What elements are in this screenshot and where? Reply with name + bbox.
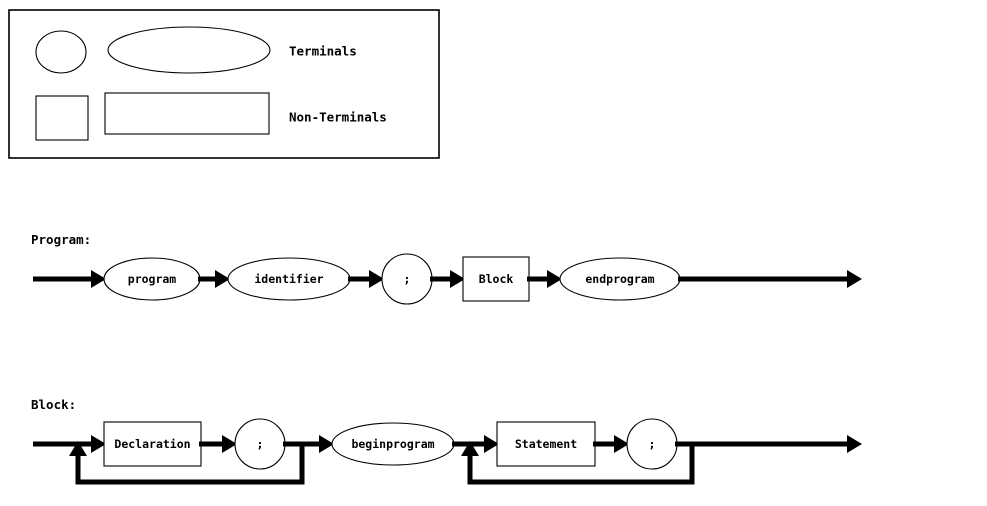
node-label-endprogram: endprogram	[585, 272, 654, 286]
node-label-semicolon: ;	[649, 437, 656, 451]
program-node-3-incoming-arrow	[430, 270, 465, 288]
program-node-0-incoming-arrow-head	[91, 270, 106, 288]
node-label-block: Block	[479, 272, 514, 286]
block-node-4-incoming-arrow-head	[614, 435, 629, 453]
legend-terminal-ellipse	[107, 26, 271, 74]
block-node-0-incoming-arrow	[33, 435, 106, 453]
program-node-1-incoming-arrow	[198, 270, 230, 288]
block-node-1-incoming-arrow	[199, 435, 237, 453]
rule-label-block: Block:	[31, 397, 76, 412]
block-node-0-incoming-arrow-head	[91, 435, 106, 453]
legend-label-1: Non-Terminals	[289, 110, 387, 125]
rule-label-program: Program:	[31, 232, 91, 247]
block-node-3-incoming-arrow-head	[484, 435, 499, 453]
node-label-beginprogram: beginprogram	[351, 437, 434, 451]
node-label-program: program	[128, 272, 177, 286]
nonterminal-box-declaration[interactable]	[103, 421, 202, 467]
block-node-2-incoming-arrow-head	[319, 435, 334, 453]
program-node-2-incoming-arrow	[348, 270, 384, 288]
node-label-semicolon: ;	[257, 437, 264, 451]
nonterminal-box-statement[interactable]	[496, 421, 596, 467]
program-node-0-incoming-arrow	[33, 270, 106, 288]
statement-repeat-loop-left-riser-head	[461, 441, 479, 456]
program-node-4-incoming-arrow	[527, 270, 562, 288]
program-exit-arrow	[678, 270, 862, 288]
statement-repeat-loop-left-riser	[461, 441, 479, 482]
program-exit-arrow-head	[847, 270, 862, 288]
block-node-2-incoming-arrow	[283, 435, 334, 453]
legend-nonterminal-rect	[104, 92, 270, 135]
node-label-statement: Statement	[515, 437, 577, 451]
block-node-1-incoming-arrow-head	[222, 435, 237, 453]
node-label-identifier: identifier	[254, 272, 323, 286]
declaration-repeat-loop-left-riser-head	[69, 441, 87, 456]
program-node-4-incoming-arrow-head	[547, 270, 562, 288]
legend-nonterminal-square	[35, 95, 89, 141]
program-node-3-incoming-arrow-head	[450, 270, 465, 288]
block-exit-arrow-head	[847, 435, 862, 453]
node-label-declaration: Declaration	[114, 437, 190, 451]
legend-terminal-circle	[35, 30, 87, 74]
legend-label-0: Terminals	[289, 44, 357, 59]
block-exit-arrow	[675, 435, 862, 453]
program-node-2-incoming-arrow-head	[369, 270, 384, 288]
block-node-4-incoming-arrow	[593, 435, 629, 453]
program-node-1-incoming-arrow-head	[215, 270, 230, 288]
declaration-repeat-loop-left-riser	[69, 441, 87, 482]
node-label-semicolon: ;	[404, 272, 411, 286]
